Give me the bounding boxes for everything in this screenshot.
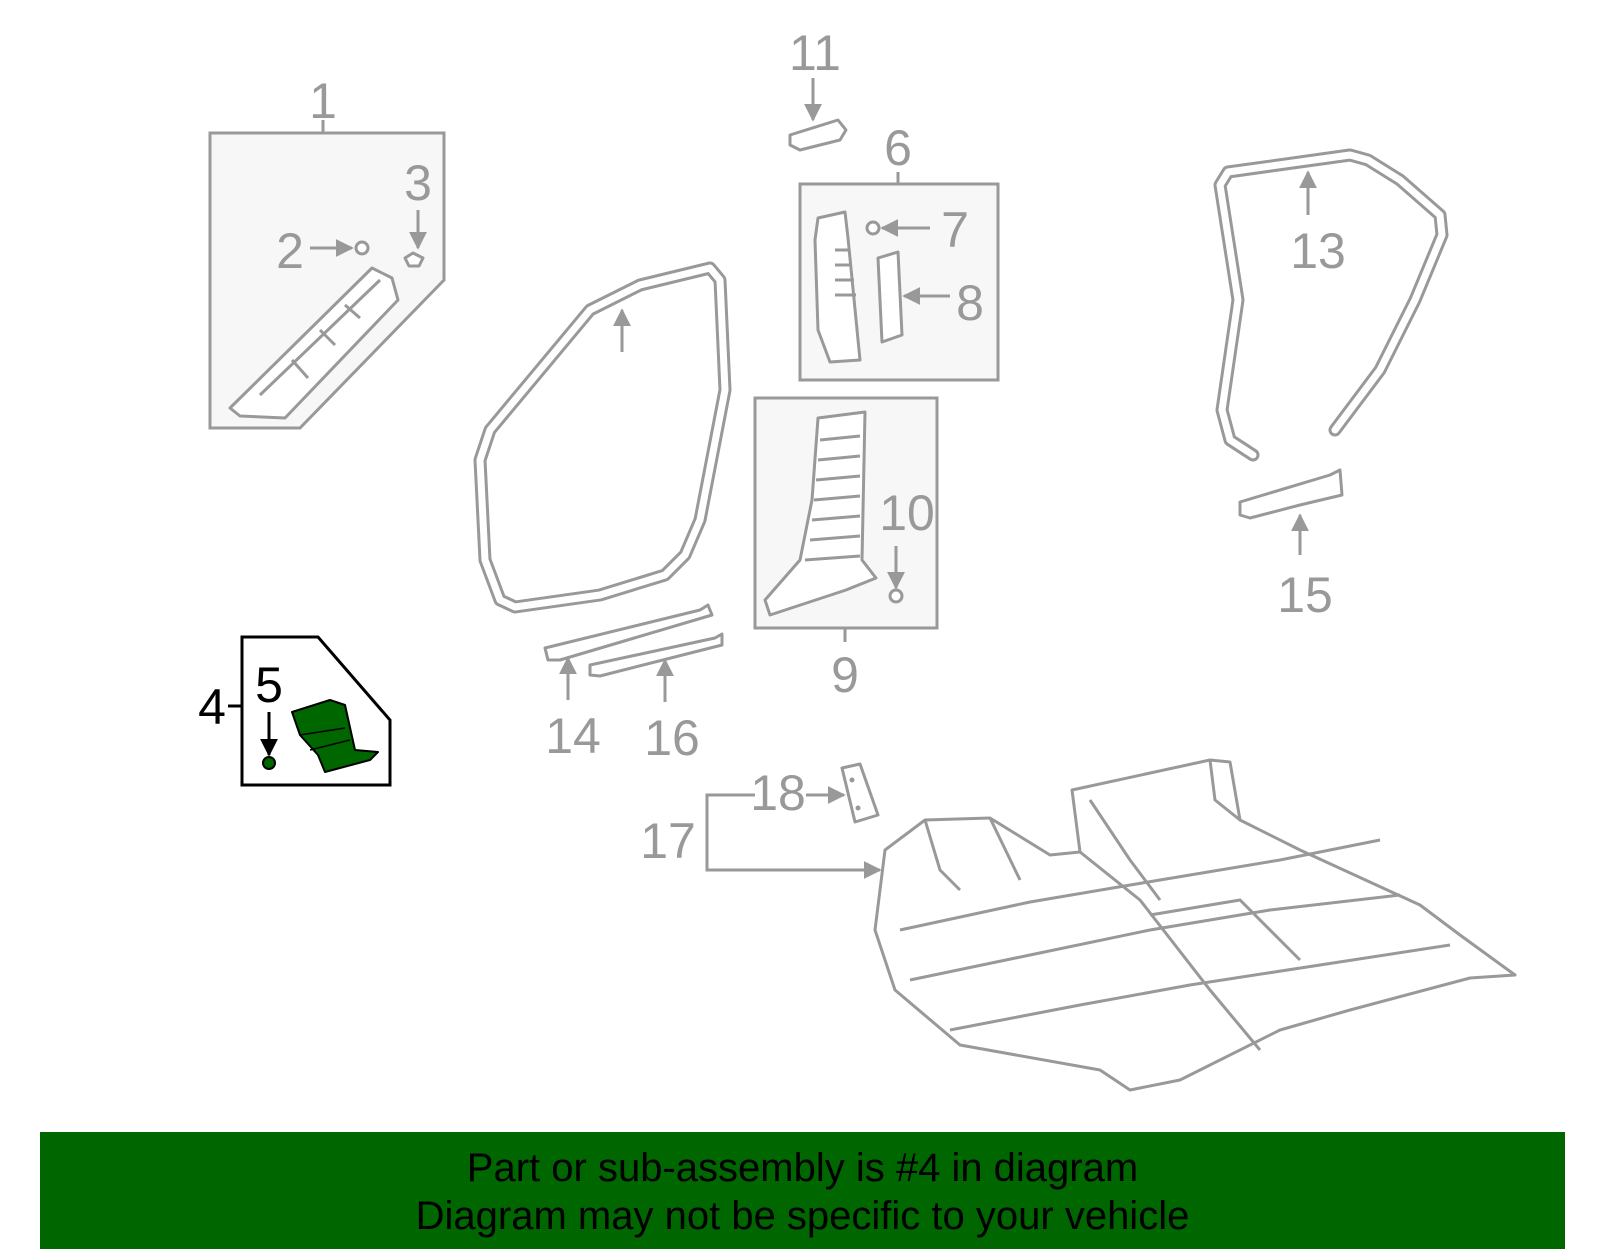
group-17-floor-carpet: [705, 758, 1517, 1092]
banner-line-disclaimer: Diagram may not be specific to your vehi…: [415, 1194, 1190, 1238]
parts-14-16-scuff-plates: [543, 603, 724, 702]
callout-14: 14: [545, 708, 601, 764]
callout-17: 17: [640, 813, 696, 869]
info-banner-text: Part or sub-assembly is #4 in diagram Di…: [40, 1132, 1565, 1240]
callout-6: 6: [884, 120, 912, 176]
callout-16: 16: [644, 710, 700, 766]
info-banner: Part or sub-assembly is #4 in diagram Di…: [40, 1132, 1565, 1249]
callout-10: 10: [879, 485, 935, 541]
group-1-pillar-garnish: [208, 120, 446, 430]
rear-door-weatherstrip: [1213, 148, 1449, 462]
callout-18: 18: [750, 765, 806, 821]
front-door-weatherstrip: [473, 261, 732, 614]
callout-2: 2: [276, 223, 304, 279]
callout-3: 3: [404, 155, 432, 211]
callout-9: 9: [831, 647, 859, 703]
kick-panel-part: [291, 699, 379, 773]
callout-4: 4: [198, 679, 226, 735]
part-15-rear-scuff: [1238, 468, 1344, 555]
callout-8: 8: [956, 275, 984, 331]
callout-11: 11: [789, 25, 841, 81]
callout-1: 1: [309, 73, 337, 129]
callout-7: 7: [941, 202, 969, 258]
part-11-clip: [788, 78, 848, 152]
banner-line-part: Part or sub-assembly is #4 in diagram: [466, 1146, 1139, 1190]
callout-13: 13: [1290, 223, 1346, 279]
callout-5: 5: [255, 657, 283, 713]
group-6-center-pillar-upper: [798, 172, 1000, 382]
group-9-center-pillar-lower: [753, 396, 939, 642]
callout-15: 15: [1277, 567, 1333, 623]
group-4-kick-panel: [228, 635, 392, 787]
